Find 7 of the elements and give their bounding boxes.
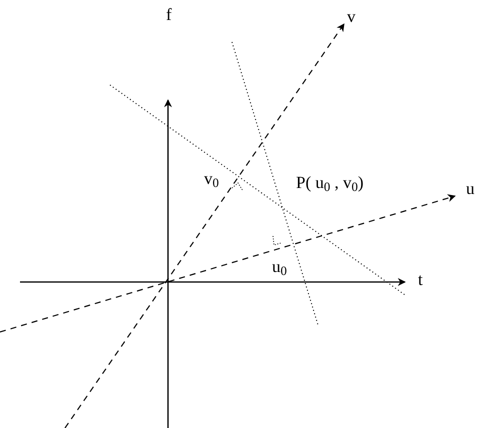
axis-label: f [166, 6, 172, 23]
axis-label: u [466, 180, 474, 197]
axis-label: v [347, 8, 356, 25]
axis-label: t [418, 271, 423, 288]
coordinate-label: v$_{0}$ [204, 170, 219, 187]
point-label: P( u$_{0}$ , v$_{0}$) [296, 174, 364, 191]
coordinate-label: u$_{0}$ [272, 258, 287, 275]
